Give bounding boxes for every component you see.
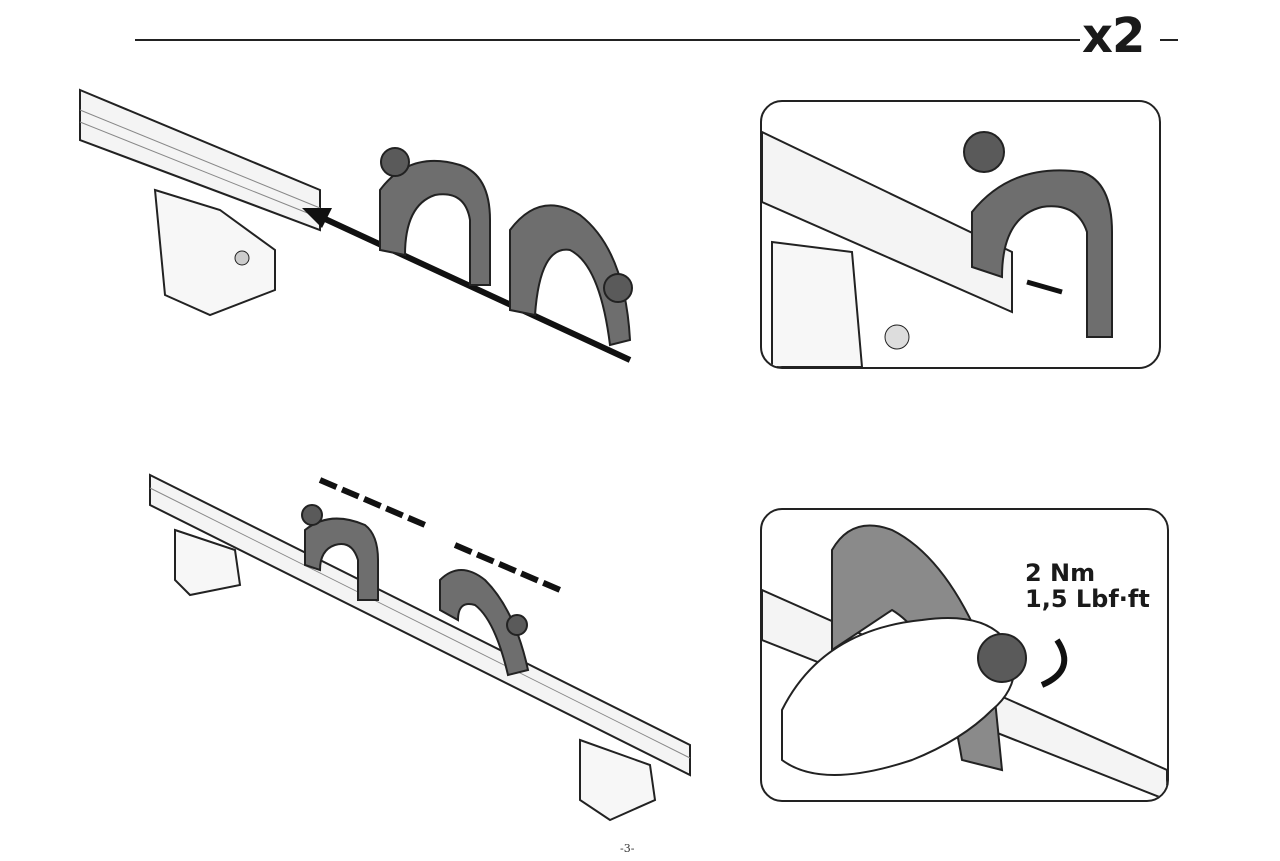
knob-icon: [506, 614, 528, 636]
detail-panel-tighten: [760, 508, 1169, 802]
torque-lbfft: 1,5 Lbf·ft: [1025, 585, 1150, 613]
torque-nm: 2 Nm: [1025, 559, 1096, 587]
slide-arrow: [453, 542, 562, 593]
step2-illustration: [149, 473, 691, 822]
knob-icon: [977, 633, 1027, 683]
knob-icon: [603, 273, 633, 303]
knob-icon: [963, 131, 1005, 173]
rotate-arrow-icon: [1040, 638, 1068, 688]
knob-icon: [301, 504, 323, 526]
slide-arrow: [318, 477, 427, 528]
roof-bar: [79, 88, 321, 232]
step1-illustration: [79, 88, 633, 363]
holder-2: [439, 569, 530, 677]
holder-1: [304, 517, 379, 601]
roof-foot: [153, 188, 276, 317]
quantity-label: x2: [1082, 8, 1145, 64]
roof-foot: [174, 528, 242, 597]
holder-1: [379, 159, 491, 286]
knob-icon: [380, 147, 410, 177]
page-number: -3-: [620, 842, 635, 855]
header-rule-end: [1160, 39, 1178, 41]
insert-arrow: [1026, 279, 1063, 295]
roof-foot: [579, 738, 657, 822]
detail-panel-insert: [760, 100, 1161, 369]
header-rule: [135, 39, 1080, 41]
holder-2: [509, 204, 632, 347]
torque-spec: 2 Nm 1,5 Lbf·ft: [1025, 560, 1150, 612]
